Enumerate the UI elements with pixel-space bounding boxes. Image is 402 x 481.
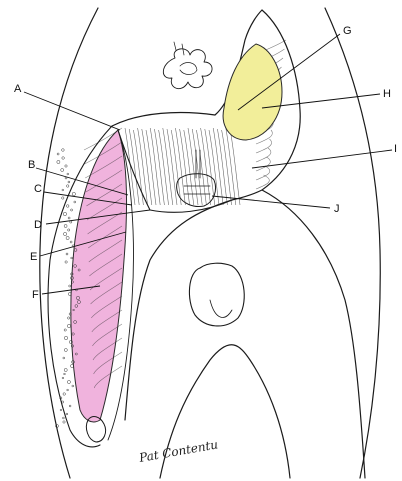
fat-dot xyxy=(63,232,66,235)
artist-signature: Pat Contentu xyxy=(137,437,219,465)
label-a: A xyxy=(14,83,22,95)
scrotum-outline xyxy=(189,263,244,326)
fat-dot xyxy=(70,221,72,223)
fat-dot xyxy=(62,149,65,152)
fat-dot xyxy=(63,357,65,359)
fat-dot xyxy=(63,212,66,215)
fat-dot xyxy=(64,225,67,228)
fat-dot xyxy=(63,393,65,395)
fat-dot xyxy=(62,189,64,191)
fat-dot xyxy=(66,236,69,239)
fat-dot xyxy=(57,160,60,163)
fat-dot xyxy=(71,257,73,259)
label-c: C xyxy=(34,183,42,195)
flap-inner-edge xyxy=(125,200,232,420)
fat-dot xyxy=(69,285,71,287)
label-j: J xyxy=(334,203,340,215)
label-e: E xyxy=(30,251,37,263)
tendon-stroke xyxy=(163,128,173,205)
tendon-stroke xyxy=(226,128,236,205)
label-d: D xyxy=(34,219,42,231)
fat-dot xyxy=(66,185,68,187)
fat-dot xyxy=(63,417,65,419)
fat-dot xyxy=(57,153,59,155)
fat-dot xyxy=(67,324,70,327)
label-f: F xyxy=(32,289,39,301)
fat-dot xyxy=(65,165,67,167)
fat-dot xyxy=(62,377,64,379)
umbilicus-swirl xyxy=(163,42,212,89)
fat-dot xyxy=(66,253,68,255)
tendon-stroke xyxy=(150,128,160,205)
fat-dot xyxy=(66,205,69,208)
label-i: I xyxy=(394,143,397,155)
label-h: H xyxy=(383,88,391,100)
signature-text: Pat Contentu xyxy=(137,437,219,465)
fat-dot xyxy=(66,413,68,415)
label-g: G xyxy=(343,25,352,37)
fat-dot xyxy=(65,261,67,263)
tendon-stroke xyxy=(175,128,185,205)
fat-dot xyxy=(74,201,76,203)
fat-dot xyxy=(67,380,70,383)
fat-dot xyxy=(67,389,69,391)
fat-dot xyxy=(68,229,70,231)
leader-j xyxy=(212,196,330,208)
fat-dot xyxy=(64,348,67,351)
fat-dot xyxy=(68,181,70,183)
fat-dot xyxy=(62,197,64,199)
fat-dot xyxy=(60,409,62,411)
fat-dot xyxy=(63,421,65,423)
tendon-stroke xyxy=(256,139,272,153)
tendon-stroke xyxy=(201,128,211,205)
fat-dot xyxy=(64,329,66,331)
tendon-stroke xyxy=(188,128,198,205)
fat-dot xyxy=(70,241,72,243)
fat-dot xyxy=(67,317,69,319)
fat-dot xyxy=(71,209,73,211)
fat-dot xyxy=(64,336,67,339)
leader-a xyxy=(24,92,120,130)
fat-dot xyxy=(72,385,74,387)
fat-dot xyxy=(68,217,70,219)
fat-dot xyxy=(64,373,66,375)
fat-dot xyxy=(62,401,64,403)
fat-dot xyxy=(72,192,75,195)
fat-dot xyxy=(64,368,67,371)
fat-dot xyxy=(69,405,71,407)
fat-dot xyxy=(62,157,65,160)
fat-dot xyxy=(61,169,64,172)
yellow-fat-pad xyxy=(223,44,282,140)
label-b: B xyxy=(28,159,35,171)
fat-dot xyxy=(67,173,69,175)
